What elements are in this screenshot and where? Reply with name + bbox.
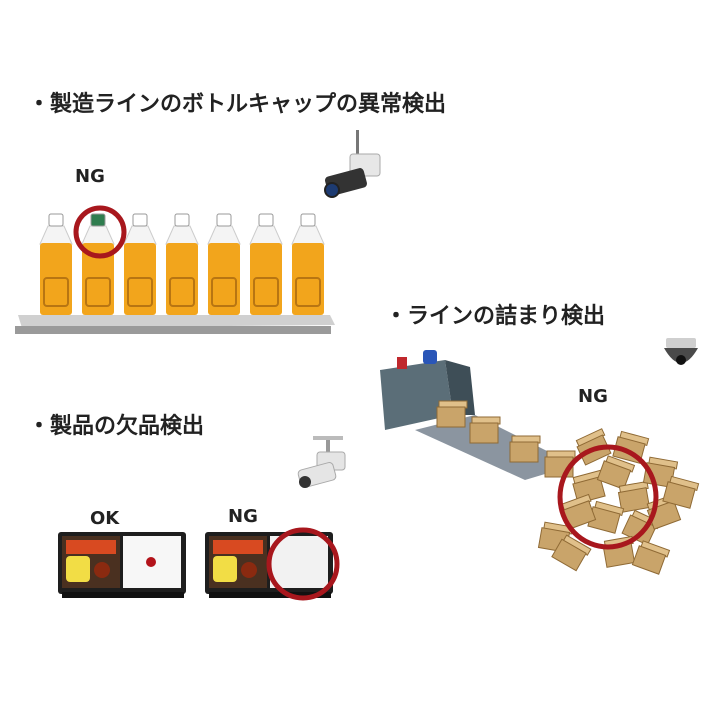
bottle <box>207 213 241 315</box>
bento-box-ok <box>58 532 186 598</box>
bottle-cap <box>48 213 64 227</box>
bento-box-ng <box>205 527 340 601</box>
cardboard-box <box>631 540 671 575</box>
bottle <box>39 213 73 315</box>
bottle-cap <box>216 213 232 227</box>
missing-item-highlight-circle <box>266 527 340 601</box>
bento-camera-icon <box>297 436 346 488</box>
jam-ng-label: NG <box>578 386 608 407</box>
defective-cap <box>90 213 106 227</box>
cardboard-box <box>551 534 592 572</box>
bottle-cap-section-title: ・製造ラインのボトルキャップの異常検出 <box>28 86 446 118</box>
bottle <box>291 213 325 315</box>
box-pile <box>436 400 700 575</box>
dome-camera-icon <box>664 338 698 365</box>
bottle <box>249 213 283 315</box>
cardboard-box <box>469 416 501 444</box>
jam-highlight-circle <box>557 444 659 550</box>
cardboard-box <box>617 480 651 513</box>
cardboard-box <box>596 455 636 490</box>
bottle-row <box>39 213 325 315</box>
packing-machine <box>380 360 453 430</box>
bento-ng-label: NG <box>228 506 258 527</box>
line-jam-section-title: ・ラインの詰まり検出 <box>385 304 606 329</box>
bottle-production-line <box>15 205 335 334</box>
bottle <box>165 213 199 315</box>
bottle-cap <box>132 213 148 227</box>
conveyor-base <box>15 326 331 334</box>
bottle-cap <box>300 213 316 227</box>
conveyor-belt <box>18 315 335 328</box>
bottle-cap <box>174 213 190 227</box>
cardboard-box <box>509 435 541 463</box>
bottle-ng-label: NG <box>75 166 105 187</box>
cardboard-box <box>436 400 468 428</box>
bullet: ・ <box>28 92 51 117</box>
conveyor-jam-scene <box>380 350 700 575</box>
defect-highlight-circle <box>73 205 127 259</box>
jam-conveyor <box>415 415 575 480</box>
cardboard-box <box>662 475 700 509</box>
bottle <box>81 213 115 315</box>
security-camera-icon <box>324 130 381 198</box>
bento-ok-label: OK <box>90 508 120 529</box>
bottle <box>123 213 157 315</box>
cardboard-box <box>561 493 597 530</box>
bottle-cap <box>258 213 274 227</box>
cardboard-box <box>572 469 606 504</box>
missing-item-section-title: ・製品の欠品検出 <box>28 414 205 439</box>
